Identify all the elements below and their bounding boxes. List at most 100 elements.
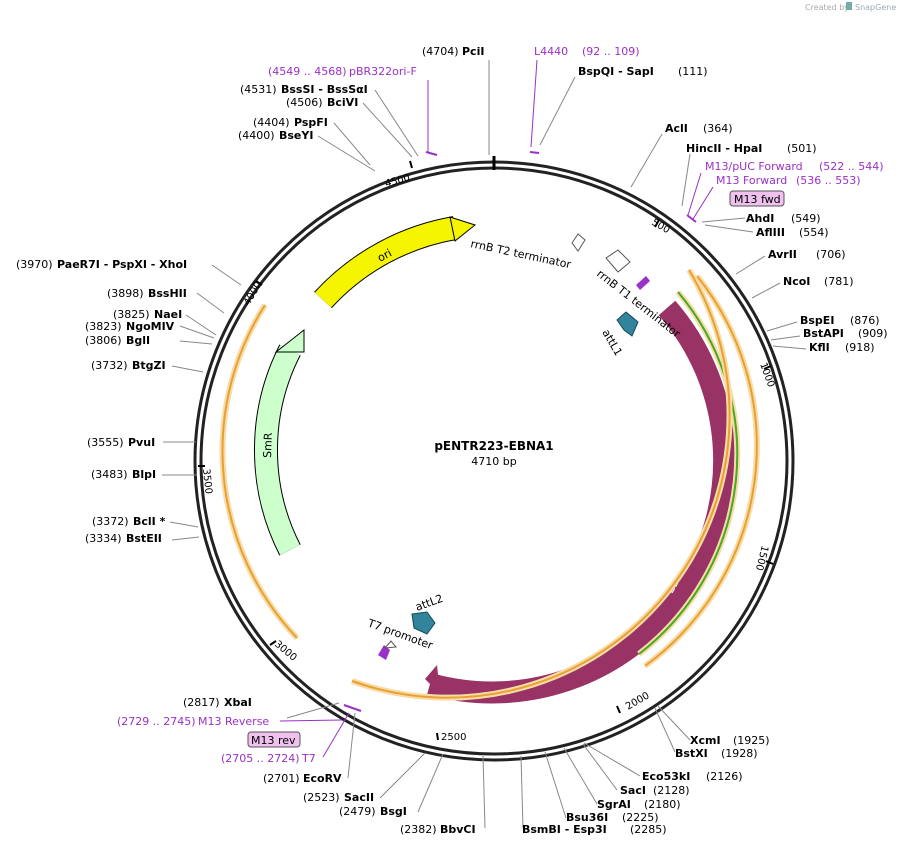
site-blpi[interactable]: (3483) BlpI — [91, 468, 156, 481]
site-name: BlpI — [132, 468, 156, 481]
primer-l4440[interactable]: L4440 (92 .. 109) — [534, 45, 640, 58]
primer-leader-lines — [279, 59, 714, 758]
site-name: NcoI — [783, 275, 810, 288]
site-pos: (3732) — [91, 359, 128, 372]
site-bstapi[interactable]: BstAPI (909) — [803, 327, 888, 340]
orange-arc-outer — [351, 269, 731, 699]
primer-range: (4549 .. 4568) — [268, 65, 347, 78]
site-pspfi[interactable]: (4404) PspFI — [253, 116, 328, 129]
site-bsshii[interactable]: (3898) BssHII — [107, 287, 187, 300]
rrnb-t1-feature[interactable] — [605, 249, 631, 273]
site-name: XcmI — [690, 734, 721, 747]
site-pos: (4400) — [238, 129, 275, 142]
site-name: BstEII — [126, 532, 162, 545]
attl2-feature[interactable] — [411, 611, 436, 635]
site-pos: (918) — [845, 341, 875, 354]
site-bsu36i[interactable]: Bsu36I (2225) — [566, 811, 659, 824]
site-name: BssSI - BssSαI — [281, 83, 368, 96]
site-xcmi[interactable]: XcmI (1925) — [690, 734, 770, 747]
site-acli[interactable]: AclI (364) — [665, 122, 733, 135]
site-pos: (4404) — [253, 116, 290, 129]
site-pos: (2479) — [339, 805, 376, 818]
site-name: Eco53kI — [642, 770, 690, 783]
site-bsgi[interactable]: (2479) BsgI — [339, 805, 407, 818]
site-pos: (3823) — [85, 320, 122, 333]
site-name: AvrII — [768, 248, 797, 261]
site-ngomiv[interactable]: (3823) NgoMIV — [85, 320, 175, 333]
site-bsssi-bsssai[interactable]: (4531) BssSI - BssSαI — [240, 83, 368, 96]
attl1-feature[interactable] — [616, 311, 639, 337]
site-pos: (2128) — [653, 784, 690, 797]
primer-name: T7 — [301, 752, 316, 765]
site-afliii[interactable]: AflIII (554) — [756, 226, 829, 239]
site-btgzi[interactable]: (3732) BtgZI — [91, 359, 166, 372]
site-bstxi[interactable]: BstXI (1928) — [675, 747, 758, 760]
site-paer7i-pspxi-xhoi[interactable]: (3970) PaeR7I - PspXI - XhoI — [16, 258, 187, 271]
site-bcli[interactable]: (3372) BclI * — [92, 515, 166, 528]
site-hincii-hpai[interactable]: HincII - HpaI (501) — [686, 142, 817, 155]
site-avrii[interactable]: AvrII (706) — [768, 248, 846, 261]
primer-m13-reverse[interactable]: (2729 .. 2745) M13 Reverse — [117, 715, 269, 728]
site-pos: (3555) — [87, 436, 124, 449]
site-name: BtgZI — [132, 359, 166, 372]
tick-label-3500: 3500 — [200, 468, 214, 494]
plasmid-length: 4710 bp — [471, 455, 516, 468]
site-bseyi[interactable]: (4400) BseYI — [238, 129, 313, 142]
primer-m13-forward[interactable]: M13 Forward (536 .. 553) — [716, 174, 861, 187]
site-pos: (2817) — [183, 696, 220, 709]
site-ecorv[interactable]: (2701) EcoRV — [263, 772, 342, 785]
site-sacii[interactable]: (2523) SacII — [303, 791, 374, 804]
m13-rev-badge[interactable]: M13 rev — [247, 731, 301, 748]
site-xbai[interactable]: (2817) XbaI — [183, 696, 252, 709]
site-bspei[interactable]: BspEI (876) — [800, 314, 880, 327]
primer-range: (2729 .. 2745) — [117, 715, 196, 728]
site-pos: (876) — [850, 314, 880, 327]
site-pos: (4506) — [286, 96, 323, 109]
primer-pbr322ori-f[interactable]: (4549 .. 4568) pBR322ori-F — [268, 65, 417, 78]
site-pvui[interactable]: (3555) PvuI — [87, 436, 155, 449]
badge-box — [729, 190, 785, 207]
site-kfli[interactable]: KflI (918) — [809, 341, 875, 354]
site-sgrai[interactable]: SgrAI (2180) — [597, 798, 681, 811]
tick-label-4500: 4500 — [384, 173, 411, 190]
site-pos: (1928) — [721, 747, 758, 760]
site-pos: (4531) — [240, 83, 277, 96]
site-pos: (909) — [858, 327, 888, 340]
smr-feature[interactable] — [255, 345, 300, 555]
site-bgli[interactable]: (3806) BglI — [85, 334, 150, 347]
primer-name: pBR322ori-F — [349, 65, 417, 78]
site-naei[interactable]: (3825) NaeI — [113, 308, 182, 321]
site-saci[interactable]: SacI (2128) — [620, 784, 690, 797]
site-name: BspQI - SapI — [578, 65, 654, 78]
site-pos: (3806) — [85, 334, 122, 347]
site-pos: (3970) — [16, 258, 53, 271]
primer-t7[interactable]: (2705 .. 2724) T7 — [221, 752, 316, 765]
primer-range: (536 .. 553) — [796, 174, 861, 187]
site-pos: (2285) — [630, 823, 667, 836]
site-name: EcoRV — [303, 772, 342, 785]
site-ncoi[interactable]: NcoI (781) — [783, 275, 854, 288]
t7-promoter-feature[interactable] — [383, 640, 397, 649]
credit-brand: SnapGene — [855, 3, 896, 12]
rrnb-t2-feature[interactable] — [571, 233, 586, 252]
site-bcivi[interactable]: (4506) BciVI — [286, 96, 358, 109]
site-bspqi-sapi[interactable]: BspQI - SapI (111) — [578, 65, 708, 78]
site-name: PciI — [462, 45, 484, 58]
site-bsteii[interactable]: (3334) BstEII — [85, 532, 162, 545]
site-pos: (2382) — [400, 823, 437, 836]
orange-arc-inner — [644, 275, 758, 667]
site-bbvci[interactable]: (2382) BbvCI — [400, 823, 476, 836]
primer-m13-puc-forward[interactable]: M13/pUC Forward (522 .. 544) — [705, 160, 884, 173]
site-ahdi[interactable]: AhdI (549) — [746, 212, 821, 225]
tick-marks — [198, 160, 774, 741]
site-pcii[interactable]: (4704) PciI — [422, 45, 484, 58]
site-name: BbvCI — [440, 823, 476, 836]
primer-name: L4440 — [534, 45, 568, 58]
ebna1-arrowhead — [425, 665, 440, 694]
site-name: BglI — [126, 334, 150, 347]
ori-feature[interactable] — [314, 217, 457, 308]
m13-fwd-badge[interactable]: M13 fwd — [729, 190, 785, 207]
site-eco53ki[interactable]: Eco53kI (2126) — [642, 770, 743, 783]
rrnb-t2-label: rrnB T2 terminator — [469, 237, 572, 271]
site-bsmbi-esp3i[interactable]: BsmBI - Esp3I (2285) — [522, 823, 667, 836]
